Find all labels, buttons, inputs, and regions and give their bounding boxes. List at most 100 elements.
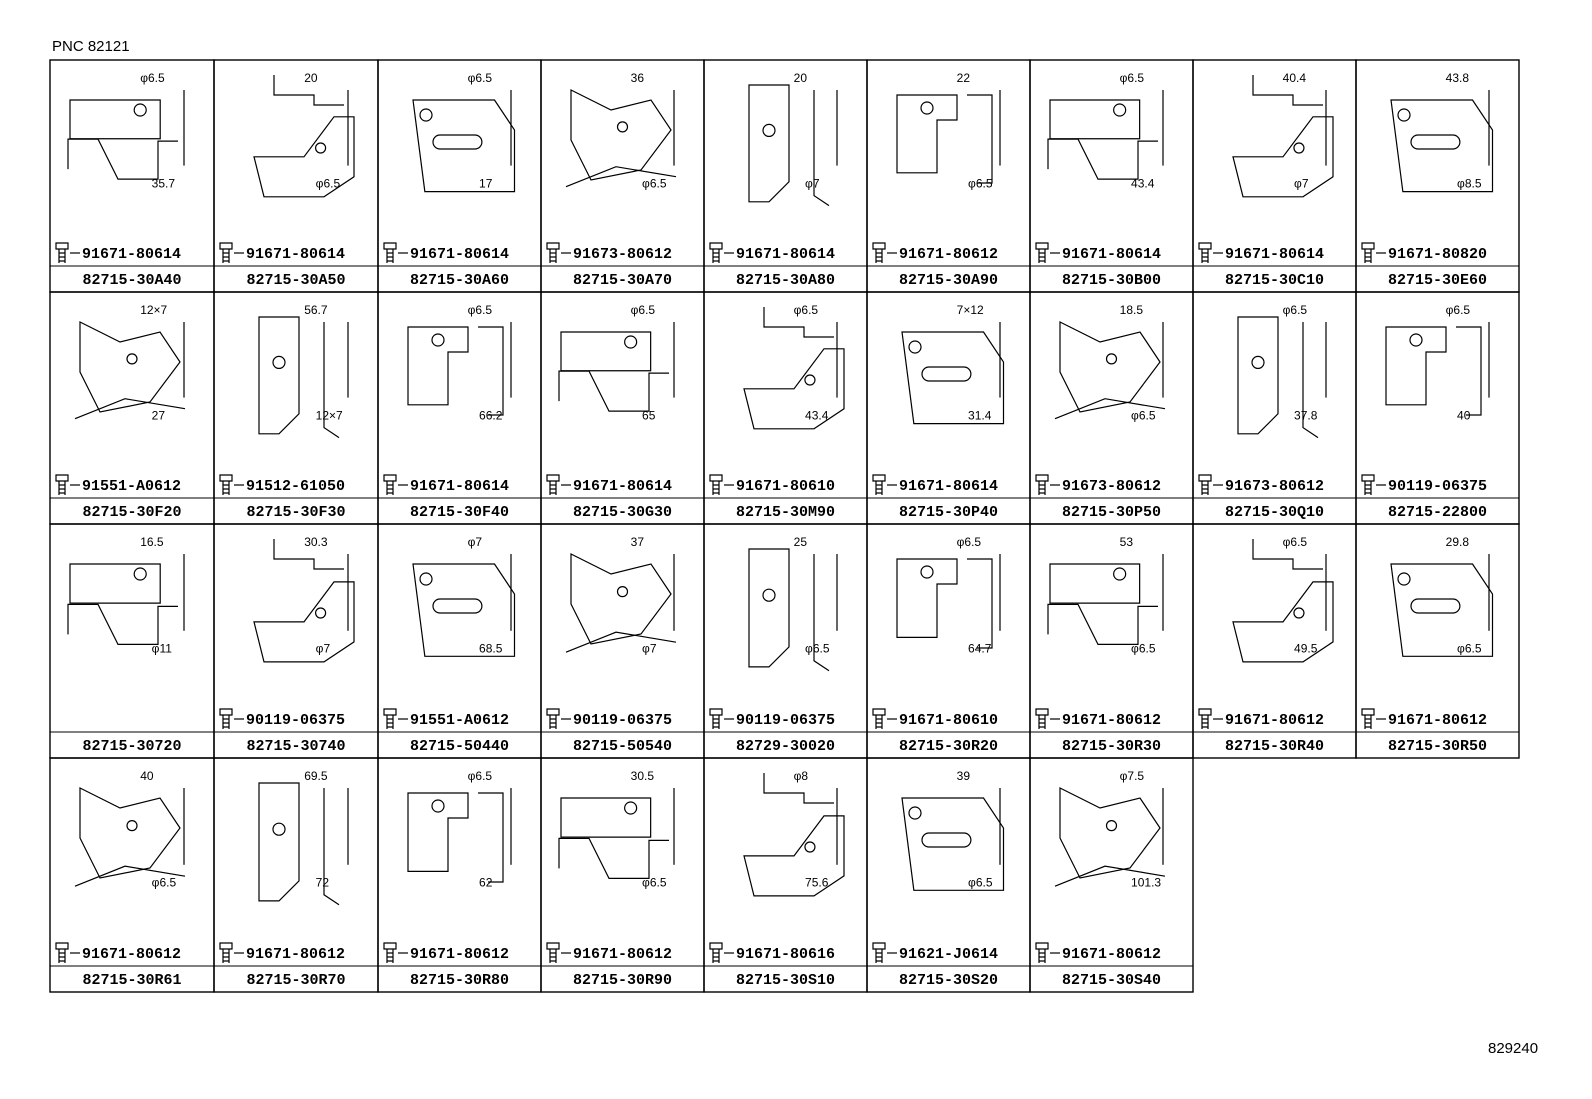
bracket-profile <box>967 94 993 184</box>
bolt-shank <box>1364 481 1372 495</box>
bolt-shank <box>1201 249 1209 263</box>
dimension-label: 64.7 <box>968 642 992 656</box>
part-number: 82715-30R61 <box>82 972 181 989</box>
bolt-part-number: 91671-80612 <box>410 946 509 963</box>
hole-icon <box>315 142 327 154</box>
bolt-part-number: 91671-80612 <box>1388 712 1487 729</box>
bolt-part-number: 90119-06375 <box>573 712 672 729</box>
bracket-profile <box>967 558 993 649</box>
part-number: 82715-30P50 <box>1062 504 1161 521</box>
part-number: 82715-30Q10 <box>1225 504 1324 521</box>
bolt-head <box>546 942 560 950</box>
dimension-label: 49.5 <box>1294 642 1318 656</box>
bracket-outline <box>743 348 845 430</box>
bracket-profile <box>1054 398 1166 420</box>
bolt-part-number: 91671-80616 <box>736 946 835 963</box>
bracket-outline <box>1059 321 1161 413</box>
part-number: 82715-30R40 <box>1225 738 1324 755</box>
dimension-label: 37 <box>631 535 645 549</box>
bracket-profile <box>1252 539 1323 570</box>
hole-icon <box>920 101 934 115</box>
dimension-label: 25 <box>794 535 808 549</box>
dimension-label: φ8 <box>794 769 809 783</box>
dimension-label: φ7 <box>316 642 331 656</box>
slot-icon <box>921 832 972 848</box>
hole-icon <box>616 586 629 598</box>
bolt-shank <box>386 949 394 963</box>
bracket-outline <box>743 815 845 897</box>
hole-icon <box>126 353 138 365</box>
bolt-shank <box>1364 249 1372 263</box>
bracket-profile <box>558 837 669 879</box>
bracket-profile <box>273 75 344 106</box>
part-number: 82715-30P40 <box>899 504 998 521</box>
dimension-label: 66.2 <box>479 409 503 423</box>
bracket-profile <box>273 539 344 570</box>
dimension-label: φ7.5 <box>1120 769 1145 783</box>
dimension-label: φ6.5 <box>1446 303 1471 317</box>
bolt-part-number: 91671-80614 <box>1062 246 1161 263</box>
bracket-profile <box>813 554 830 672</box>
bracket-outline <box>901 331 1005 425</box>
hole-icon <box>908 806 922 820</box>
bolt-shank <box>386 481 394 495</box>
part-cell: φ6.5 43.4 91671-80614 82715-30B00 <box>1029 59 1194 293</box>
slot-icon <box>432 134 483 150</box>
bracket-outline <box>1390 99 1494 193</box>
bolt-part-number: 90119-06375 <box>246 712 345 729</box>
bracket-profile <box>323 322 340 439</box>
dimension-label: 43.4 <box>1131 177 1155 191</box>
bolt-shank <box>386 249 394 263</box>
bracket-outline <box>258 316 300 435</box>
bolt-shank <box>1201 715 1209 729</box>
bracket-outline <box>407 326 469 406</box>
bolt-shank <box>58 949 66 963</box>
slot-icon <box>1410 598 1461 614</box>
hole-icon <box>272 355 286 369</box>
bracket-profile <box>565 166 677 188</box>
bracket-outline <box>412 563 516 657</box>
bracket-outline <box>79 321 181 413</box>
dimension-label: φ6.5 <box>468 769 493 783</box>
bolt-part-number: 91551-A0612 <box>410 712 509 729</box>
dimension-label: φ6.5 <box>1120 71 1145 85</box>
cell-border <box>1029 757 1194 993</box>
part-number: 82715-30B00 <box>1062 272 1161 289</box>
bracket-profile <box>813 90 830 207</box>
bolt-head <box>1198 474 1212 482</box>
bolt-head <box>1198 242 1212 250</box>
bolt-head <box>872 474 886 482</box>
diagram-reference-number: 829240 <box>1488 1040 1539 1057</box>
bracket-outline <box>1385 326 1447 406</box>
dimension-label: 30.5 <box>631 769 655 783</box>
part-number: 82715-30A70 <box>573 272 672 289</box>
dimension-label: 40 <box>1457 409 1471 423</box>
hole-icon <box>1105 820 1118 832</box>
bolt-shank <box>1038 715 1046 729</box>
bolt-shank <box>875 715 883 729</box>
bolt-part-number: 91671-80612 <box>1062 946 1161 963</box>
part-number: 82729-30020 <box>736 738 835 755</box>
dimension-label: 20 <box>794 71 808 85</box>
bracket-outline <box>748 84 790 203</box>
bolt-shank <box>58 481 66 495</box>
bolt-part-number: 90119-06375 <box>1388 478 1487 495</box>
bolt-shank <box>222 481 230 495</box>
hole-icon <box>315 607 327 619</box>
dimension-label: 43.4 <box>805 409 829 423</box>
hole-icon <box>1409 333 1423 347</box>
dimension-label: 36 <box>631 71 645 85</box>
hole-icon <box>1113 103 1127 117</box>
bolt-shank <box>549 949 557 963</box>
slot-icon <box>432 598 483 614</box>
bolt-part-number: 91673-80612 <box>1062 478 1161 495</box>
